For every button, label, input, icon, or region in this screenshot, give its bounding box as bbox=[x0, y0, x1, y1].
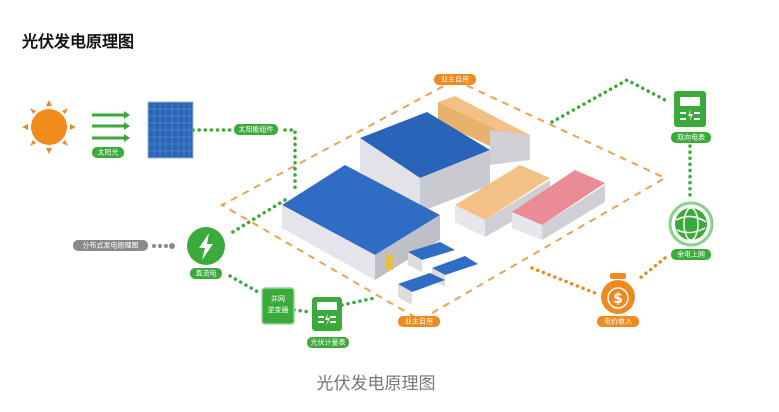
grid-to-income-connector bbox=[638, 256, 667, 280]
state-grid-globe-icon bbox=[668, 201, 714, 247]
sunlight-label: 太阳光 bbox=[98, 148, 119, 157]
pv-meter-label: 光伏计量表 bbox=[311, 338, 346, 347]
solar-module-label: 太阳能组件 bbox=[239, 125, 274, 134]
dc-to-inverter-connector bbox=[228, 274, 260, 294]
money-bag-icon: $ bbox=[601, 273, 635, 314]
self-use-top-label: 业主自用 bbox=[441, 75, 469, 84]
inverter-box bbox=[261, 287, 295, 325]
svg-text:$: $ bbox=[613, 291, 623, 307]
building-to-bimeter-connector bbox=[550, 78, 667, 124]
diagram-caption: 光伏发电原理图 bbox=[317, 374, 436, 394]
distributed-label: 分布式发电原理图 bbox=[83, 241, 139, 250]
bidirectional-meter-label: 双向电表 bbox=[677, 133, 705, 142]
factory-buildings-illustration bbox=[282, 96, 605, 305]
inverter-label-line1: 并网 bbox=[271, 294, 285, 303]
solar-panel-icon bbox=[147, 101, 194, 159]
self-use-bottom-label: 业主自用 bbox=[405, 317, 433, 326]
self-use-boundary bbox=[219, 78, 668, 322]
surplus-grid-label: 余电上网 bbox=[677, 250, 705, 259]
income-label: 电价收入 bbox=[604, 317, 632, 326]
page-title: 光伏发电原理图 bbox=[22, 32, 135, 51]
dc-label: 直流电 bbox=[196, 269, 217, 278]
meter-to-building-connector bbox=[340, 296, 377, 307]
bidirectional-meter-icon bbox=[674, 91, 706, 127]
roof-to-dc-connector bbox=[226, 198, 287, 237]
sun-icon bbox=[22, 100, 76, 154]
pv-meter-icon bbox=[312, 297, 342, 331]
module-to-roof-connector bbox=[283, 128, 297, 194]
lightning-icon bbox=[187, 227, 225, 265]
sunlight-arrows-icon bbox=[92, 111, 130, 142]
inverter-to-meter-connector bbox=[292, 308, 312, 314]
distributed-connector bbox=[152, 243, 175, 249]
inverter-label-line2: 逆变器 bbox=[268, 305, 289, 314]
income-to-building-connector bbox=[530, 266, 597, 295]
